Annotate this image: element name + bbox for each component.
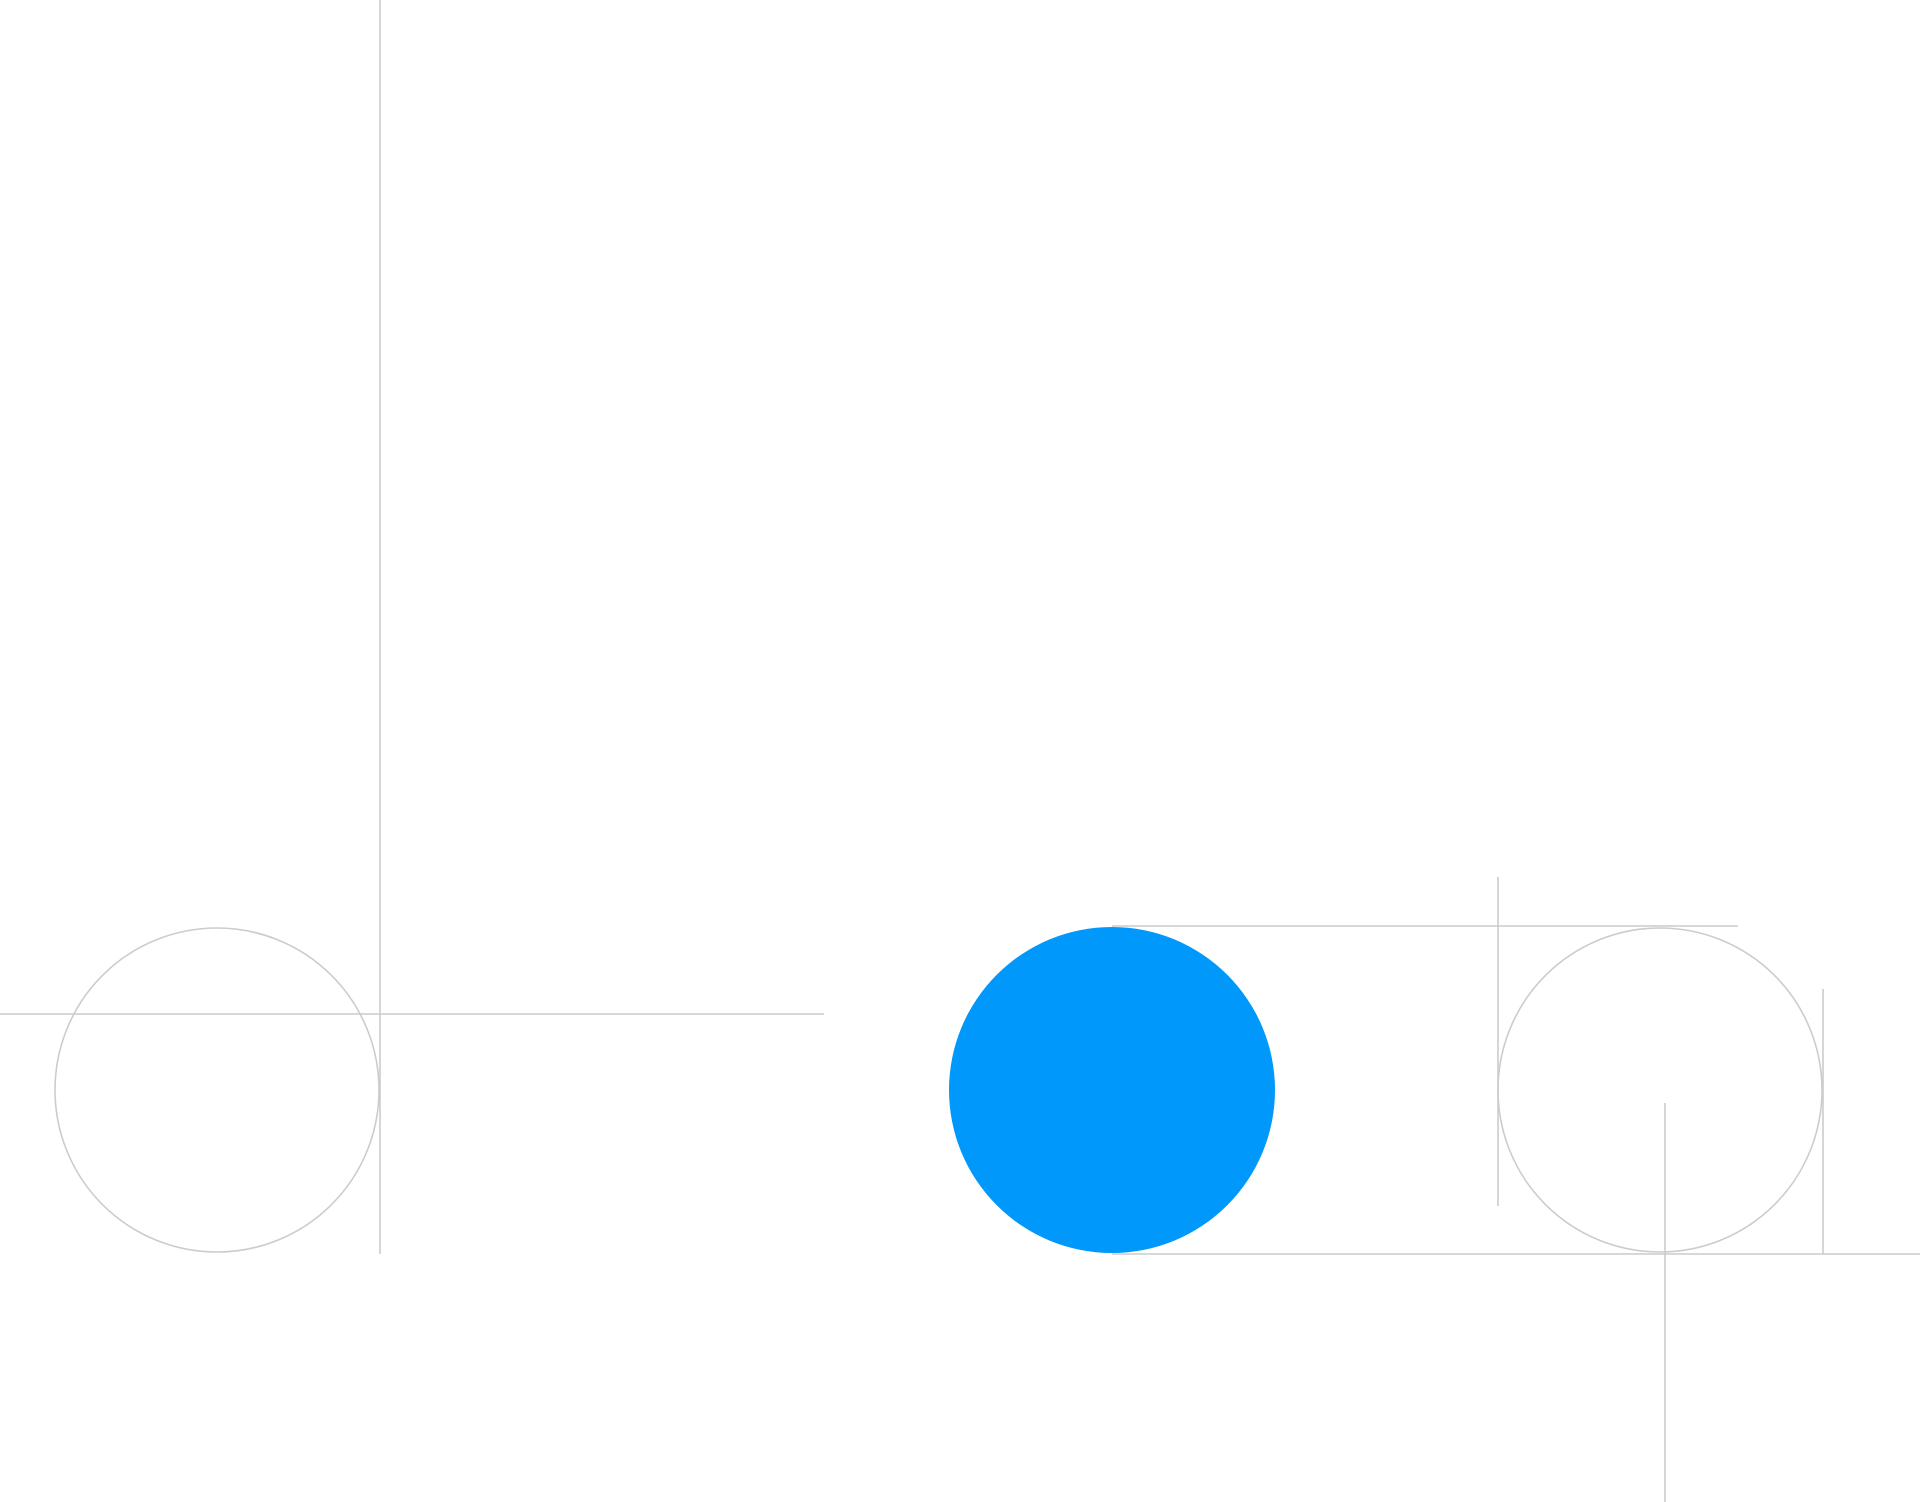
right-outline-circle [1497, 927, 1823, 1253]
center-filled-circle [949, 927, 1275, 1253]
right-construction-group [949, 877, 1920, 1502]
left-construction-group [0, 0, 824, 1254]
left-outline-circle [54, 927, 380, 1253]
